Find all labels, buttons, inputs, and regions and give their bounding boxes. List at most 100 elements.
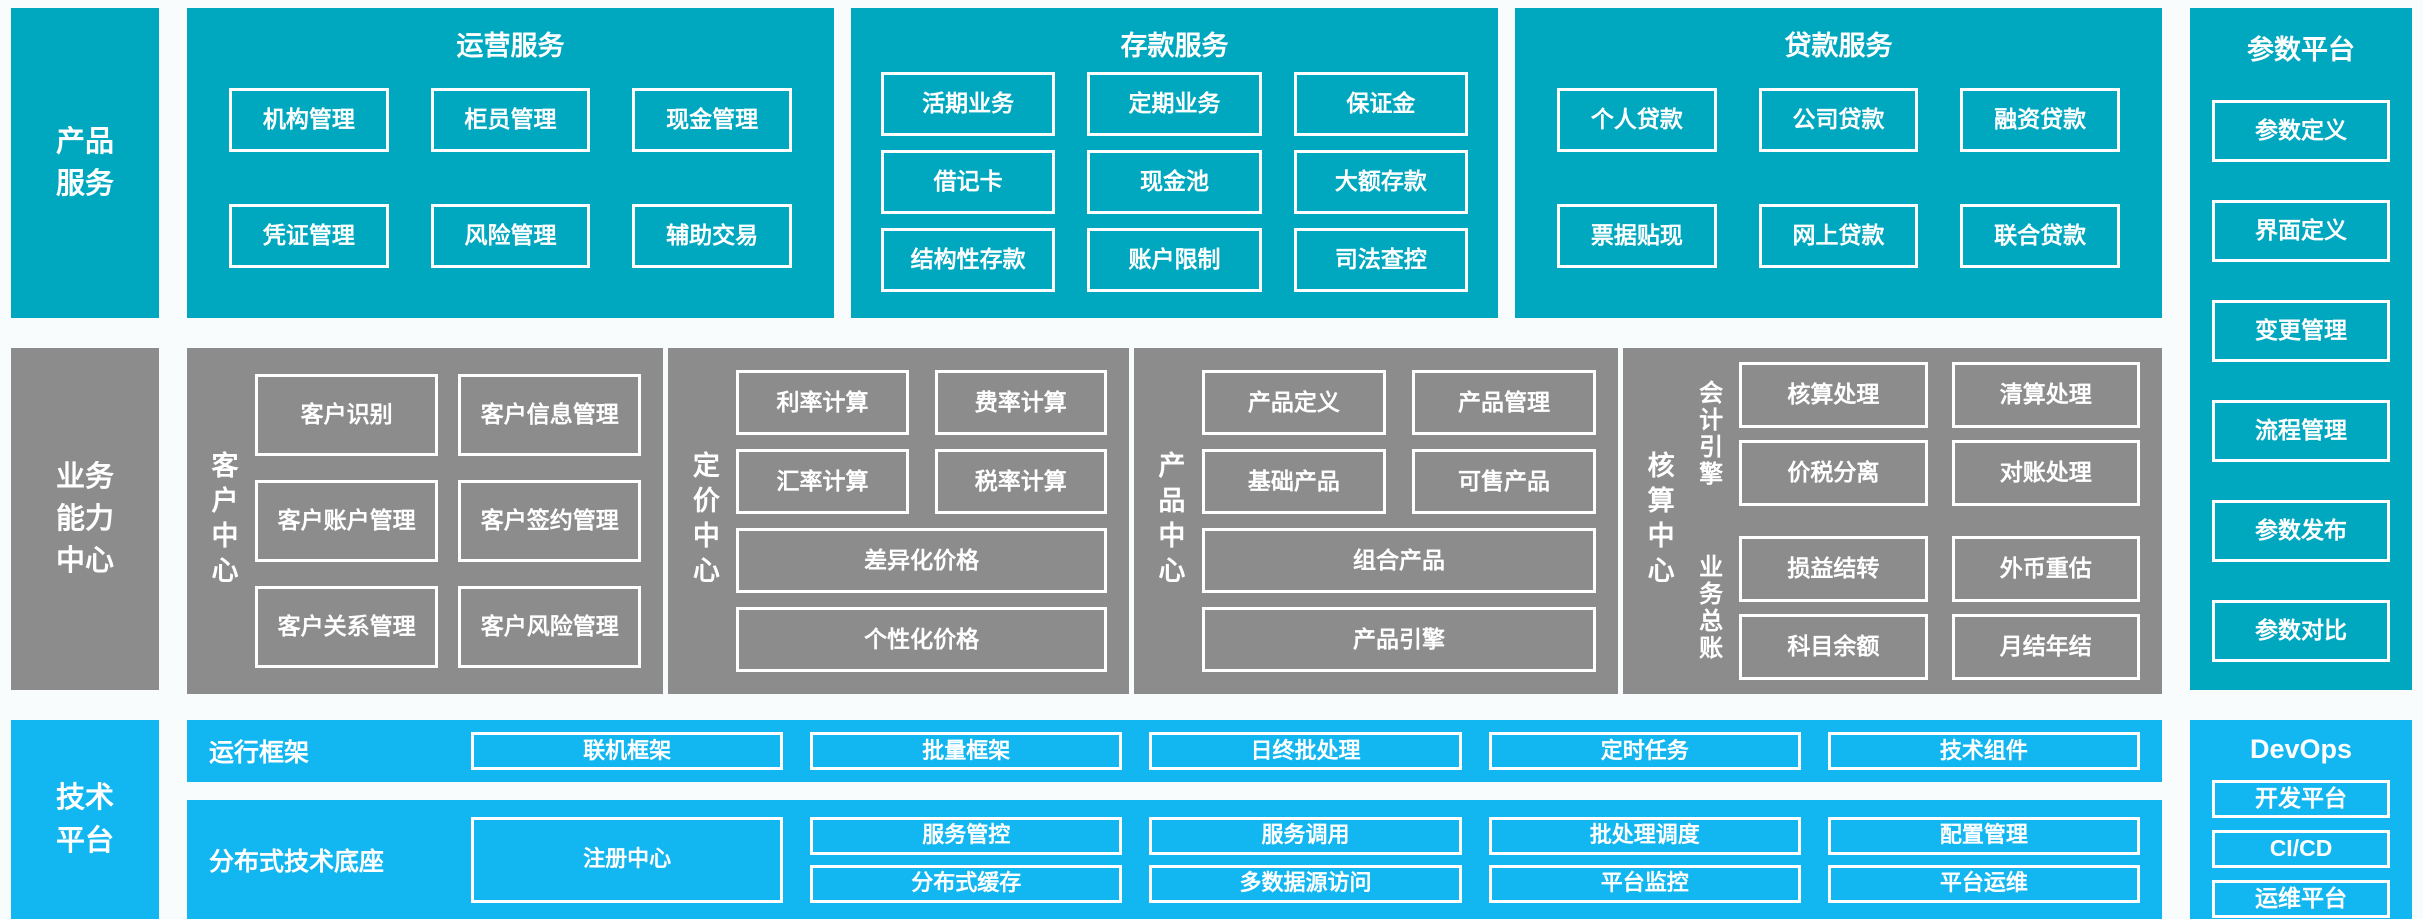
scheduled-task-box: 定时任务 (1488, 732, 1801, 770)
product-center-section: 产品中心 产品定义 产品管理 基础产品 可售产品 组合产品 产品引擎 (1133, 348, 1619, 694)
accounting-center-label: 核算中心 (1643, 451, 1674, 591)
rail-tech-platform: 技术 平台 (11, 720, 159, 919)
foreign-currency-revaluation-box: 外币重估 (1951, 536, 2140, 602)
accounting-processing-box: 核算处理 (1739, 362, 1928, 428)
month-year-end-closing-box: 月结年结 (1951, 614, 2140, 680)
pricing-center-label: 定价中心 (688, 451, 719, 591)
product-definition-box: 产品定义 (1201, 370, 1386, 435)
dev-platform-box: 开发平台 (2212, 780, 2390, 818)
bill-discount-box: 票据贴现 (1557, 204, 1717, 268)
time-deposit-box: 定期业务 (1087, 72, 1262, 136)
account-restriction-box: 账户限制 (1087, 228, 1262, 292)
auxiliary-transaction-box: 辅助交易 (632, 204, 792, 268)
pricing-center-section: 定价中心 利率计算 费率计算 汇率计算 税率计算 差异化价格 个性化价格 (668, 348, 1129, 694)
cash-pool-box: 现金池 (1087, 150, 1262, 214)
ops-platform-box: 运维平台 (2212, 880, 2390, 918)
loan-box-grid: 个人贷款 公司贷款 融资贷款 票据贴现 网上贷款 联合贷款 (1557, 88, 2120, 268)
tech-platform-row: 运行框架 联机框架 批量框架 日终批处理 定时任务 技术组件 分布式技术底座 注… (187, 720, 2162, 919)
batch-framework-box: 批量框架 (810, 732, 1123, 770)
operations-services-section: 运营服务 机构管理 柜员管理 现金管理 凭证管理 风险管理 辅助交易 (187, 8, 834, 318)
loan-services-title: 贷款服务 (1784, 31, 1893, 61)
tax-rate-calculation-box: 税率计算 (934, 449, 1107, 514)
process-management-box: 流程管理 (2212, 400, 2390, 462)
platform-operations-box: 平台运维 (1827, 864, 2140, 903)
loan-services-section: 贷款服务 个人贷款 公司贷款 融资贷款 票据贴现 网上贷款 联合贷款 (1515, 8, 2162, 318)
multi-datasource-access-box: 多数据源访问 (1149, 864, 1462, 903)
margin-deposit-box: 保证金 (1293, 72, 1468, 136)
customer-center-label: 客户中心 (207, 451, 238, 591)
exchange-rate-calculation-box: 汇率计算 (736, 449, 909, 514)
voucher-management-box: 凭证管理 (229, 204, 389, 268)
registry-center-box: 注册中心 (471, 816, 784, 903)
deposit-services-section: 存款服务 活期业务 定期业务 保证金 借记卡 现金池 大额存款 结构性存款 账户… (851, 8, 1498, 318)
interest-rate-calculation-box: 利率计算 (736, 370, 909, 435)
reconciliation-processing-box: 对账处理 (1951, 440, 2140, 506)
clearing-processing-box: 清算处理 (1951, 362, 2140, 428)
risk-management-box: 风险管理 (430, 204, 591, 268)
institution-management-box: 机构管理 (229, 88, 389, 152)
product-services-row: 运营服务 机构管理 柜员管理 现金管理 凭证管理 风险管理 辅助交易 存款服务 … (187, 8, 2162, 318)
parameter-definition-box: 参数定义 (2212, 100, 2390, 162)
accounting-groups: 会计引擎 核算处理 清算处理 价税分离 对账处理 业务总账 损益结转 外币重估 … (1691, 362, 2140, 680)
service-governance-box: 服务管控 (810, 816, 1123, 855)
customer-relationship-management-box: 客户关系管理 (255, 586, 439, 668)
business-ledger-grid: 损益结转 外币重估 科目余额 月结年结 (1739, 536, 2140, 680)
deposit-services-title: 存款服务 (1120, 31, 1229, 61)
business-ledger-group: 业务总账 损益结转 外币重估 科目余额 月结年结 (1691, 536, 2140, 680)
runtime-framework-label: 运行框架 (209, 739, 310, 767)
business-capability-row: 客户中心 客户识别 客户信息管理 客户账户管理 客户签约管理 客户关系管理 客户… (187, 348, 2162, 694)
personal-loan-box: 个人贷款 (1557, 88, 1717, 152)
online-framework-box: 联机框架 (471, 732, 784, 770)
rail-product-services: 产品 服务 (11, 8, 159, 318)
pricing-box-grid: 利率计算 费率计算 汇率计算 税率计算 差异化价格 个性化价格 (736, 362, 1107, 680)
basic-product-box: 基础产品 (1201, 449, 1386, 514)
syndicated-loan-box: 联合贷款 (1960, 204, 2120, 268)
operations-box-grid: 机构管理 柜员管理 现金管理 凭证管理 风险管理 辅助交易 (229, 88, 792, 268)
accounting-center-section: 核算中心 会计引擎 核算处理 清算处理 价税分离 对账处理 业务总账 损益结转 … (1623, 348, 2162, 694)
devops-title: DevOps (2249, 734, 2353, 764)
price-tax-separation-box: 价税分离 (1739, 440, 1928, 506)
config-management-box: 配置管理 (1827, 816, 2140, 855)
product-management-box: 产品管理 (1411, 370, 1597, 435)
cash-management-box: 现金管理 (632, 88, 792, 152)
tech-component-box: 技术组件 (1827, 732, 2140, 770)
subject-balance-box: 科目余额 (1739, 614, 1928, 680)
customer-risk-management-box: 客户风险管理 (458, 586, 642, 668)
platform-monitoring-box: 平台监控 (1488, 864, 1801, 903)
customer-box-grid: 客户识别 客户信息管理 客户账户管理 客户签约管理 客户关系管理 客户风险管理 (255, 362, 642, 680)
parameter-platform-section: 参数平台 参数定义 界面定义 变更管理 流程管理 参数发布 参数对比 (2190, 8, 2412, 690)
ci-cd-box: CI/CD (2212, 830, 2390, 868)
corporate-loan-box: 公司贷款 (1758, 88, 1919, 152)
product-engine-box: 产品引擎 (1201, 607, 1597, 672)
parameter-platform-title: 参数平台 (2247, 35, 2355, 65)
deposit-box-grid: 活期业务 定期业务 保证金 借记卡 现金池 大额存款 结构性存款 账户限制 司法… (881, 72, 1468, 292)
distributed-base-grid: 注册中心 服务管控 服务调用 批处理调度 配置管理 分布式缓存 多数据源访问 平… (471, 816, 2140, 903)
operations-services-title: 运营服务 (456, 31, 565, 61)
personalized-pricing-box: 个性化价格 (736, 607, 1107, 672)
distributed-base-label: 分布式技术底座 (209, 847, 385, 876)
large-deposit-box: 大额存款 (1293, 150, 1468, 214)
customer-center-section: 客户中心 客户识别 客户信息管理 客户账户管理 客户签约管理 客户关系管理 客户… (187, 348, 664, 694)
parameter-compare-box: 参数对比 (2212, 600, 2390, 662)
profit-loss-carryover-box: 损益结转 (1739, 536, 1928, 602)
judicial-inquiry-control-box: 司法查控 (1293, 228, 1468, 292)
differentiated-pricing-box: 差异化价格 (736, 528, 1107, 593)
sellable-product-box: 可售产品 (1411, 449, 1597, 514)
accounting-engine-group: 会计引擎 核算处理 清算处理 价税分离 对账处理 (1691, 362, 2140, 506)
debit-card-box: 借记卡 (881, 150, 1056, 214)
combined-product-box: 组合产品 (1201, 528, 1597, 593)
business-ledger-label: 业务总账 (1694, 554, 1722, 662)
teller-management-box: 柜员管理 (430, 88, 591, 152)
eod-batch-processing-box: 日终批处理 (1149, 732, 1462, 770)
financing-loan-box: 融资贷款 (1960, 88, 2120, 152)
runtime-framework-bar: 运行框架 联机框架 批量框架 日终批处理 定时任务 技术组件 (187, 720, 2162, 782)
customer-info-management-box: 客户信息管理 (458, 374, 642, 456)
online-loan-box: 网上贷款 (1758, 204, 1919, 268)
product-box-grid: 产品定义 产品管理 基础产品 可售产品 组合产品 产品引擎 (1201, 362, 1597, 680)
demand-deposit-box: 活期业务 (881, 72, 1056, 136)
runtime-framework-grid: 联机框架 批量框架 日终批处理 定时任务 技术组件 (471, 732, 2140, 770)
accounting-engine-grid: 核算处理 清算处理 价税分离 对账处理 (1739, 362, 2140, 506)
customer-account-management-box: 客户账户管理 (255, 480, 439, 562)
distributed-cache-box: 分布式缓存 (810, 864, 1123, 903)
